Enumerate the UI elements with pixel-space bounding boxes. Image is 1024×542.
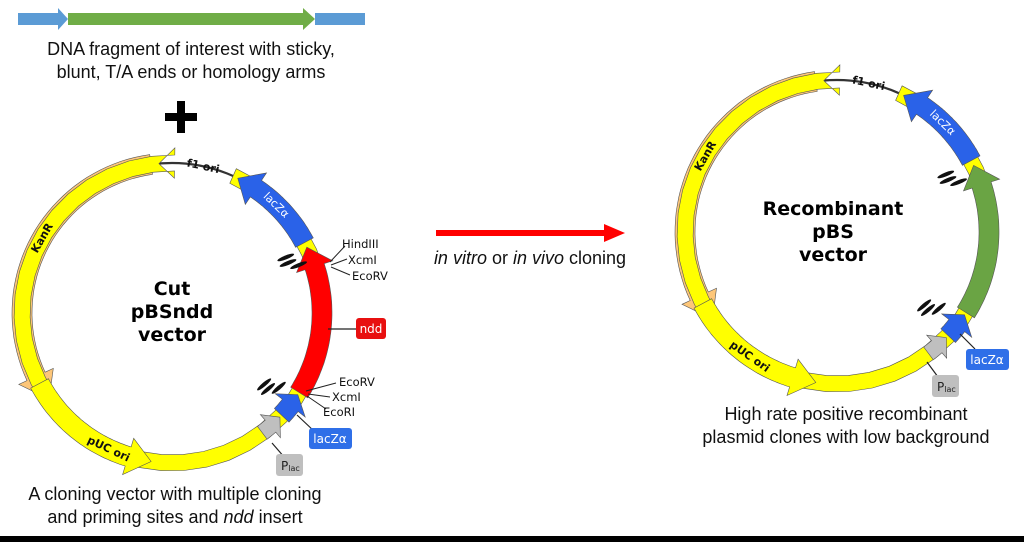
puc-ori-feature [693,298,817,397]
plus-icon [165,101,197,133]
left-plasmid-title-line2: pBSndd [131,301,214,323]
lacz-small-feature [273,393,306,423]
right-caption-line2: plasmid clones with low background [702,427,989,447]
left-caption-line1: A cloning vector with multiple cloning [28,484,321,504]
fragment-caption-line2: blunt, T/A ends or homology arms [57,62,326,82]
left-lacz-small-tag: lacZα [296,414,352,449]
primer-marks-icon [937,170,967,187]
insert-feature [290,246,334,399]
fragment-right-arm [315,13,365,25]
right-caption-line1: High rate positive recombinant [724,404,967,424]
right-plasmid-title-line2: pBS [812,221,854,243]
site-label: XcmI [332,390,361,404]
kanr-feature [11,154,153,400]
site-label: XcmI [348,253,377,267]
primer-marks-icon [277,253,307,270]
primer-marks-icon [917,299,946,316]
right-plac-tag: Plac [926,361,959,397]
right-plasmid-title-line1: Recombinant [763,198,904,220]
primer-marks-icon [257,378,286,395]
svg-text:ndd: ndd [360,322,383,336]
ndd-tag: ndd [328,318,386,339]
plac-feature [257,414,281,440]
dna-fragment [18,8,365,30]
process-label: in vitro or in vivo cloning [434,248,626,268]
site-label: HindIII [342,237,379,251]
left-caption-line2: and priming sites and ndd insert [47,507,302,527]
svg-text:lacZα: lacZα [313,432,347,446]
right-plasmid-title-line3: vector [799,244,868,266]
site-label: EcoRV [339,375,375,389]
site-label: EcoRV [352,269,388,283]
right-lacz-small-tag: lacZα [959,333,1009,370]
left-plasmid-title-line1: Cut [154,278,191,300]
left-plasmid-title-line3: vector [138,324,207,346]
fragment-caption-line1: DNA fragment of interest with sticky, [47,39,335,59]
left-plac-tag: Plac [271,442,303,476]
bottom-border [0,536,1024,542]
puc-ori-feature [30,378,152,476]
fragment-left-arm [18,8,68,30]
svg-text:Plac: Plac [281,459,300,473]
site-label: EcoRI [323,405,355,419]
left-upper-sites: HindIII XcmI EcoRV [329,237,388,283]
insert-feature [956,164,1001,319]
f1-ori-label: f1 ori [851,74,886,94]
kanr-feature [674,71,818,320]
plac-feature [923,334,948,361]
fragment-insert [68,8,315,30]
svg-text:lacZα: lacZα [970,353,1004,367]
left-lower-sites: EcoRV XcmI EcoRI [305,375,375,419]
svg-text:Plac: Plac [937,380,956,394]
process-arrow-icon [436,224,625,242]
lacz-large-feature [903,89,981,166]
lacz-large-feature [237,172,314,248]
f1-ori-label: f1 ori [186,157,221,177]
